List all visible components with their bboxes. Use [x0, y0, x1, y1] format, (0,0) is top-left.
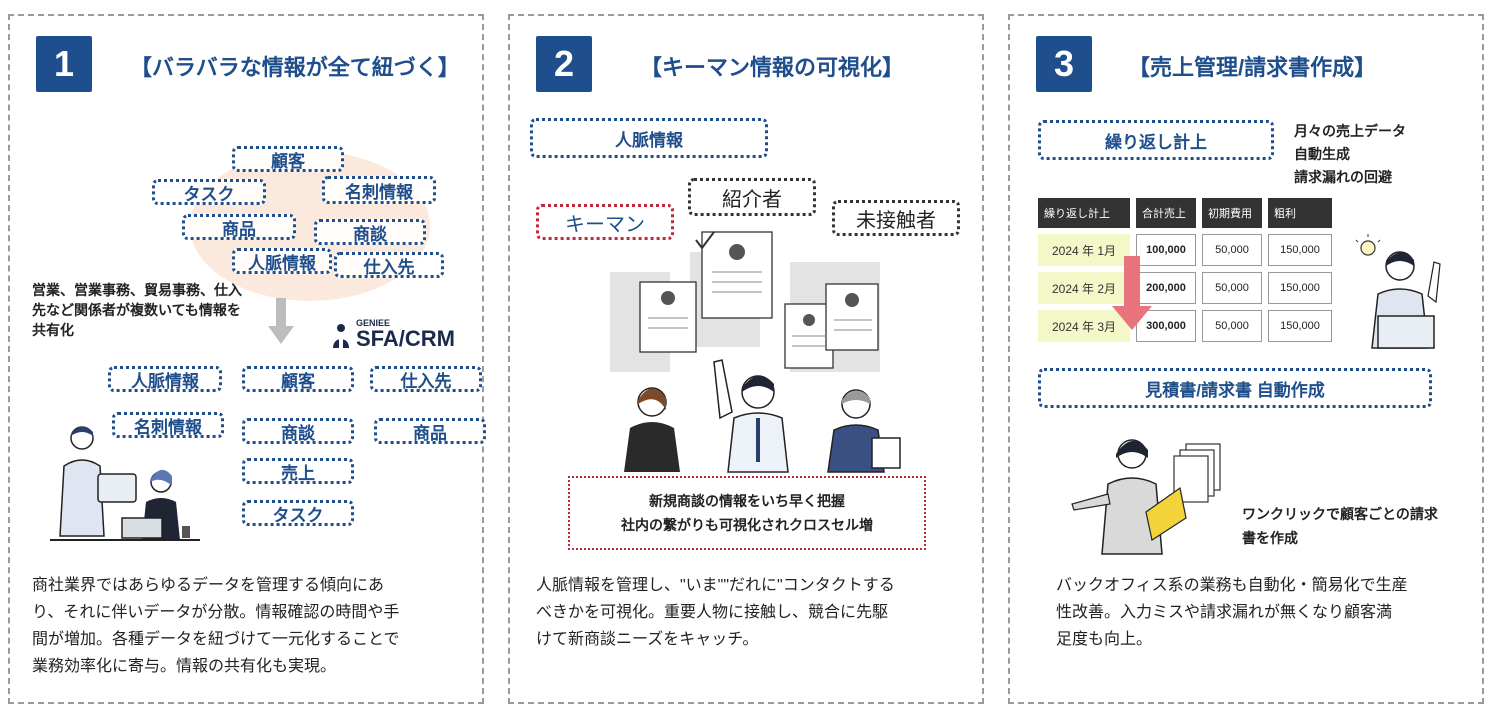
logo-mark-icon: [333, 324, 349, 348]
keyman-profiles-illustration: [610, 231, 901, 473]
tag-product: 商品: [182, 214, 296, 240]
tag-task: タスク: [152, 179, 266, 205]
panel-title: 【バラバラな情報が全て紐づく】: [130, 55, 460, 80]
column-header: 繰り返し計上: [1038, 198, 1130, 228]
table-cell: 50,000: [1202, 272, 1262, 304]
table-cell: 200,000: [1136, 272, 1196, 304]
panel-description: 人脈情報を管理し、"いま""だれに"コンタクトする べきかを可視化。重要人物に接…: [536, 577, 895, 648]
tag-customer-organized: 顧客: [242, 366, 354, 392]
tag-negotiation-organized: 商談: [242, 418, 354, 444]
panel-description: 商社業界ではあらゆるデータを管理する傾向にあ り、それに伴いデータが分散。情報確…: [32, 577, 400, 675]
tag-keyman: キーマン: [536, 204, 674, 240]
red-down-arrow-icon: [1112, 256, 1152, 330]
panel-description: バックオフィス系の業務も自動化・簡易化で生産 性改善。入力ミスや請求漏れが無くな…: [1056, 577, 1408, 648]
table-header-row: 繰り返し計上 合計売上 初期費用 粗利: [1038, 198, 1332, 228]
business-people-illustration: [50, 426, 200, 541]
tag-introducer: 紹介者: [688, 178, 816, 216]
table-row: 2024 年 1月 100,000 50,000 150,000: [1038, 234, 1332, 266]
sfa-crm-logo: GENIEE SFA/CRM: [330, 318, 455, 350]
table-row: 2024 年 2月 200,000 50,000 150,000: [1038, 272, 1332, 304]
tag-sales-organized: 売上: [242, 458, 354, 484]
panel-data-linking: 1 【バラバラな情報が全て紐づく】 顧客 タスク 名刺情報 商品 商談 人脈情報…: [8, 14, 486, 704]
panel-title: 【キーマン情報の可視化】: [640, 55, 905, 80]
tag-supplier-organized: 仕入先: [370, 366, 482, 392]
sharing-note: 営業、営業事務、貿易事務、仕入 先など関係者が複数いても情報を 共有化: [32, 282, 242, 338]
table-cell: 150,000: [1268, 310, 1332, 342]
tag-connections: 人脈情報: [232, 248, 332, 274]
table-cell: 50,000: [1202, 310, 1262, 342]
tag-supplier: 仕入先: [334, 252, 444, 278]
man-laptop-illustration: [1355, 234, 1441, 349]
table-cell: 150,000: [1268, 234, 1332, 266]
table-cell: 300,000: [1136, 310, 1196, 342]
down-arrow-icon: [268, 298, 294, 344]
table-row: 2024 年 3月 300,000 50,000 150,000: [1038, 310, 1332, 342]
step-number: 3: [1036, 36, 1092, 92]
oneclick-note: ワンクリックで顧客ごとの請求 書を作成: [1242, 506, 1438, 546]
tag-connections-header: 人脈情報: [530, 118, 768, 158]
tag-product-organized: 商品: [374, 418, 486, 444]
table-cell: 150,000: [1268, 272, 1332, 304]
tag-connections-organized: 人脈情報: [108, 366, 222, 392]
step-number: 2: [536, 36, 592, 92]
column-header: 初期費用: [1202, 198, 1262, 228]
tag-business-card-organized: 名刺情報: [112, 412, 224, 438]
panel-keyman-visualization: 2 【キーマン情報の可視化】 人脈情報 紹介者 キーマン 未接触者: [508, 14, 984, 704]
tag-uncontacted: 未接触者: [832, 200, 960, 236]
tag-recurring: 繰り返し計上: [1038, 120, 1274, 160]
tag-business-card: 名刺情報: [322, 176, 436, 204]
woman-documents-illustration: [1071, 439, 1221, 555]
panel-sales-invoicing: 3 【売上管理/請求書作成】 繰り返し計上 月々の売上データ 自動生成 請求漏れ…: [1008, 14, 1484, 704]
table-cell: 50,000: [1202, 234, 1262, 266]
panel-title: 【売上管理/請求書作成】: [1128, 55, 1377, 80]
tag-task-organized: タスク: [242, 500, 354, 526]
column-header: 粗利: [1268, 198, 1332, 228]
tag-negotiation: 商談: [314, 219, 426, 245]
tag-customer: 顧客: [232, 146, 344, 172]
sales-table: 繰り返し計上 合計売上 初期費用 粗利 2024 年 1月 100,000 50…: [1032, 192, 1338, 348]
tag-auto-invoice: 見積書/請求書 自動作成: [1038, 368, 1432, 408]
step-number: 1: [36, 36, 92, 92]
table-cell: 2024 年 1月: [1038, 234, 1130, 266]
table-cell: 100,000: [1136, 234, 1196, 266]
table-cell: 2024 年 3月: [1038, 310, 1130, 342]
table-cell: 2024 年 2月: [1038, 272, 1130, 304]
column-header: 合計売上: [1136, 198, 1196, 228]
auto-notes: 月々の売上データ 自動生成 請求漏れの回避: [1294, 123, 1406, 185]
callout-box: 新規商談の情報をいち早く把握 社内の繋がりも可視化されクロスセル増: [568, 476, 926, 550]
